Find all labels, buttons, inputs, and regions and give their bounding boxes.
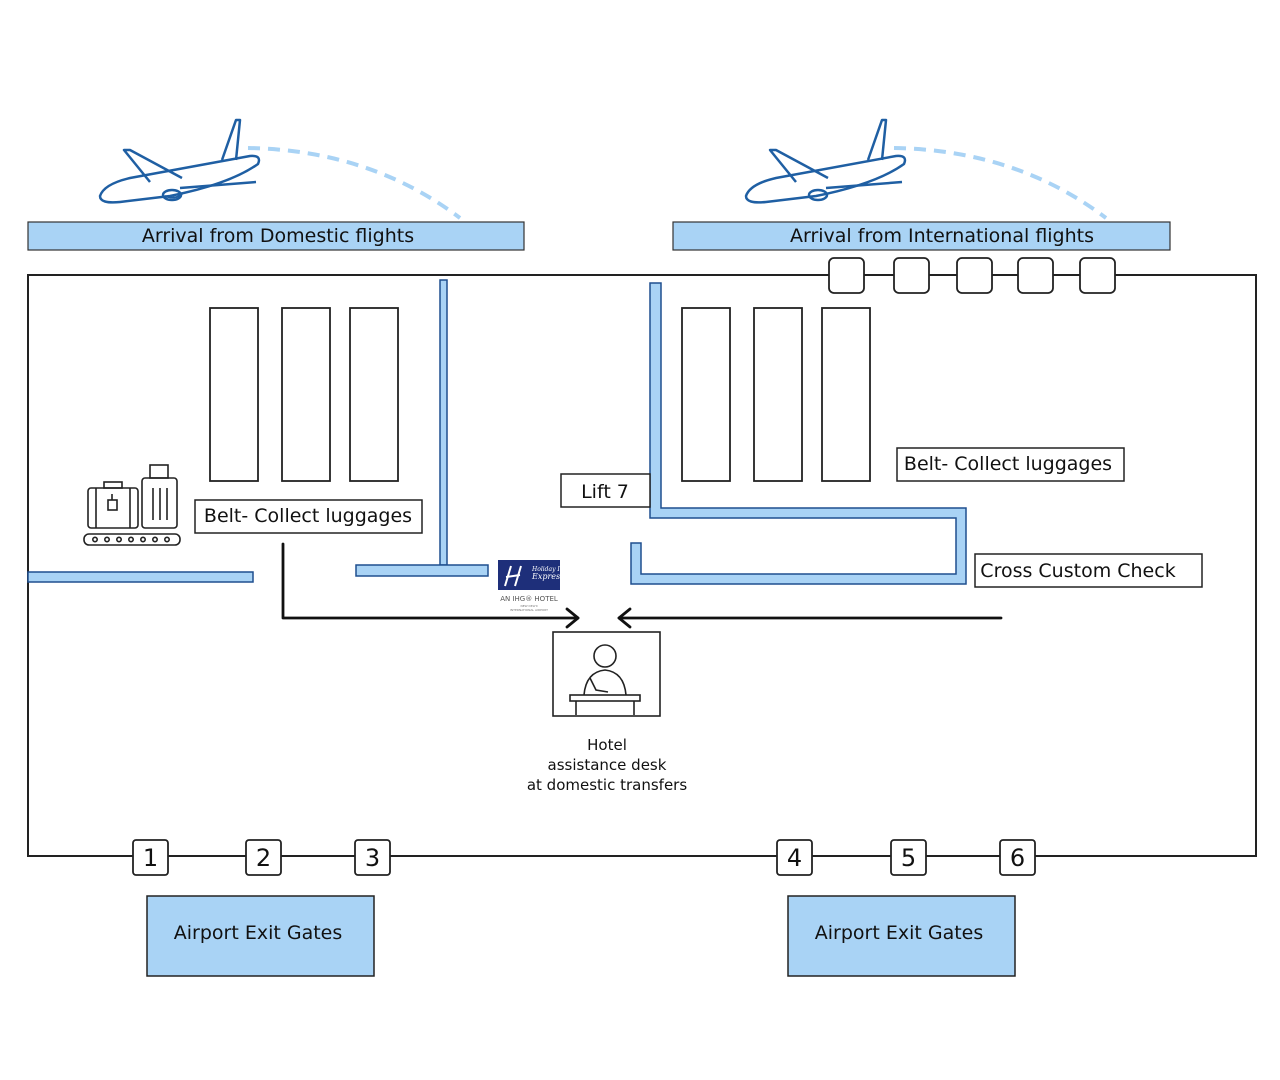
gate-number: 3 <box>365 844 380 872</box>
belt <box>349 307 399 482</box>
belt <box>821 307 871 482</box>
belt <box>753 307 803 482</box>
international-belt-label: Belt- Collect luggages <box>904 453 1112 475</box>
gate-1: 1 <box>132 839 169 876</box>
customs-label-box: Cross Custom Check <box>974 553 1203 588</box>
gate-5: 5 <box>890 839 927 876</box>
customs-wall <box>630 282 967 585</box>
logo-tiny1: NEW DELHI <box>520 604 537 608</box>
terminal-outline <box>27 274 1257 857</box>
arrival-door <box>893 257 930 294</box>
gate-number: 4 <box>787 844 802 872</box>
hotel-desk-icon <box>552 631 661 717</box>
gate-number: 5 <box>901 844 916 872</box>
luggage-conveyor-icon <box>83 464 181 546</box>
lift-label: Lift 7 <box>581 481 629 503</box>
hotel-logo-icon: Holiday Inn Express AN IHG® HOTEL NEW DE… <box>498 560 568 612</box>
belt <box>681 307 731 482</box>
belt <box>281 307 331 482</box>
domestic-belt-label: Belt- Collect luggages <box>204 505 412 527</box>
international-belts <box>681 307 871 482</box>
international-arrival-doors <box>828 257 1116 294</box>
arrow-from-domestic <box>281 542 580 620</box>
domestic-arrival-banner: Arrival from Domestic flights <box>27 221 525 251</box>
logo-sub: AN IHG® HOTEL <box>500 595 558 603</box>
belt <box>209 307 259 482</box>
gate-number: 6 <box>1010 844 1025 872</box>
international-arrival-label: Arrival from International flights <box>790 225 1094 247</box>
logo-brand-line2: Express <box>531 572 564 581</box>
exit-left-label: Airport Exit Gates <box>174 922 343 944</box>
arrival-door <box>956 257 993 294</box>
international-belt-label-box: Belt- Collect luggages <box>896 447 1125 482</box>
domestic-belts <box>209 307 399 482</box>
arrival-door <box>1017 257 1054 294</box>
hotel-desk-line2: assistance desk <box>548 756 667 774</box>
international-arrival-banner: Arrival from International flights <box>672 221 1171 251</box>
wall <box>439 279 448 566</box>
exit-box-left: Airport Exit Gates <box>146 895 375 977</box>
exit-right-label: Airport Exit Gates <box>815 922 984 944</box>
gate-4: 4 <box>776 839 813 876</box>
domestic-belt-label-box: Belt- Collect luggages <box>194 499 423 534</box>
gate-number: 2 <box>256 844 271 872</box>
gate-number: 1 <box>143 844 158 872</box>
wall <box>27 571 254 583</box>
logo-brand-line1: Holiday Inn <box>531 566 568 573</box>
gate-6: 6 <box>999 839 1036 876</box>
hotel-desk-caption: Hotel assistance desk at domestic transf… <box>527 736 687 794</box>
exit-gates: 1 2 3 4 5 6 <box>132 839 1036 876</box>
hotel-desk-line1: Hotel <box>587 736 627 754</box>
hotel-desk-line3: at domestic transfers <box>527 776 687 794</box>
arrival-door <box>828 257 865 294</box>
gate-3: 3 <box>354 839 391 876</box>
customs-label: Cross Custom Check <box>980 560 1175 582</box>
blue-walls <box>27 279 967 585</box>
exit-box-right: Airport Exit Gates <box>787 895 1016 977</box>
arrival-door <box>1079 257 1116 294</box>
lift-label-box: Lift 7 <box>560 473 651 508</box>
airplane-icon-domestic <box>98 118 462 220</box>
airplane-icon-international <box>744 118 1108 220</box>
direction-arrows <box>281 542 1003 629</box>
wall <box>355 564 489 577</box>
arrow-head-left <box>617 607 632 629</box>
domestic-arrival-label: Arrival from Domestic flights <box>142 225 414 247</box>
logo-tiny2: INTERNATIONAL AIRPORT <box>510 608 548 612</box>
gate-2: 2 <box>245 839 282 876</box>
arrow-head-right <box>565 607 580 629</box>
